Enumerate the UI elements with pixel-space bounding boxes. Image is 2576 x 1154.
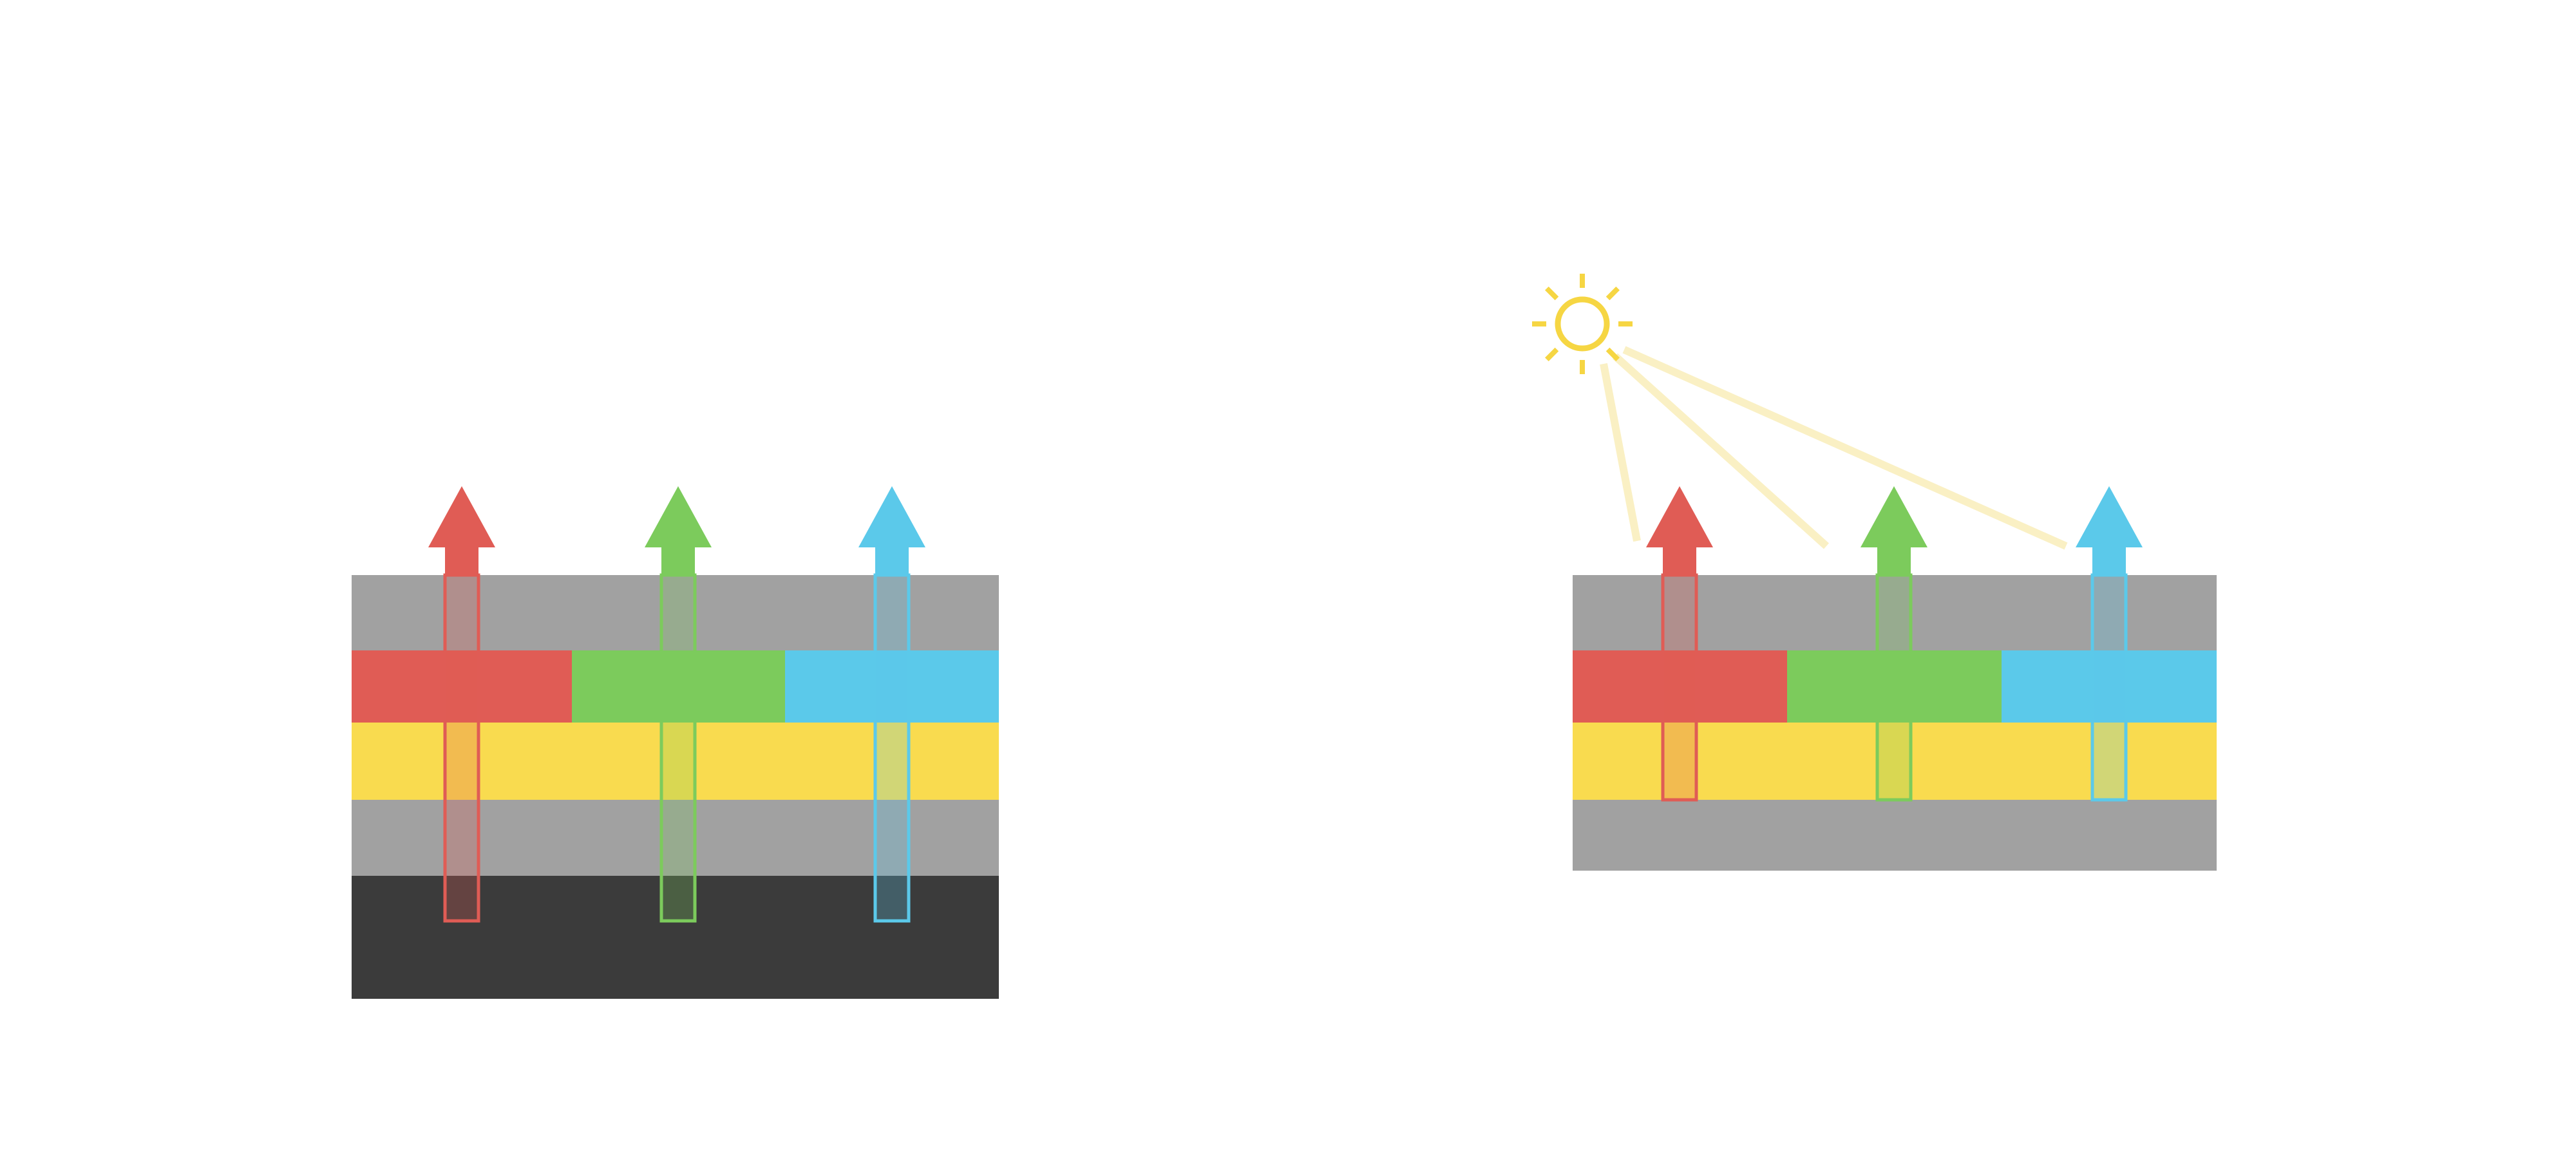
- red-arrow-shaft: [443, 573, 480, 923]
- sun-core: [1555, 296, 1610, 352]
- emissive-dark-backplane-layer: [352, 876, 999, 999]
- reflective-yellow-layer: [1573, 723, 2217, 800]
- green-arrow-head: [645, 486, 712, 575]
- reflective-top-gray-layer: [1573, 575, 2217, 650]
- reflective-red-light-arrow: [1646, 486, 1713, 802]
- emissive-red-subpixel: [352, 650, 572, 723]
- sun-beam-right: [1622, 346, 2068, 550]
- reflective-blue-subpixel: [2002, 650, 2217, 723]
- green-arrow-shaft: [659, 573, 697, 923]
- emissive-blue-light-arrow: [858, 486, 925, 923]
- green-arrow-shaft: [1875, 573, 1913, 802]
- emissive-display-diagram: [352, 486, 999, 999]
- emissive-yellow-layer: [352, 723, 999, 800]
- sun-ray-tick: [1545, 287, 1559, 301]
- reflective-green-light-arrow: [1861, 486, 1927, 802]
- emissive-green-light-arrow: [645, 486, 712, 923]
- sun-beam-middle: [1612, 353, 1830, 549]
- sun-ray-tick: [1605, 347, 1620, 361]
- red-arrow-head: [428, 486, 495, 575]
- reflective-green-subpixel: [1787, 650, 2002, 723]
- green-arrow-head: [1861, 486, 1927, 575]
- reflective-red-subpixel: [1573, 650, 1787, 723]
- emissive-red-light-arrow: [428, 486, 495, 923]
- sun-beam-left: [1600, 363, 1641, 542]
- blue-arrow-shaft: [2090, 573, 2128, 802]
- emissive-blue-subpixel: [785, 650, 999, 723]
- emissive-lower-gray-layer: [352, 800, 999, 876]
- blue-arrow-shaft: [873, 573, 911, 923]
- reflective-blue-light-arrow: [2076, 486, 2143, 802]
- emissive-green-subpixel: [572, 650, 785, 723]
- sun-ray-tick: [1545, 347, 1559, 361]
- emissive-top-gray-layer: [352, 575, 999, 650]
- blue-arrow-head: [858, 486, 925, 575]
- sun-icon: [1532, 274, 1633, 374]
- red-arrow-shaft: [1661, 573, 1698, 802]
- reflective-bottom-gray-layer: [1573, 800, 2217, 871]
- reflective-display-diagram: [1532, 274, 2217, 871]
- sun-ray-tick: [1605, 287, 1620, 301]
- blue-arrow-head: [2076, 486, 2143, 575]
- red-arrow-head: [1646, 486, 1713, 575]
